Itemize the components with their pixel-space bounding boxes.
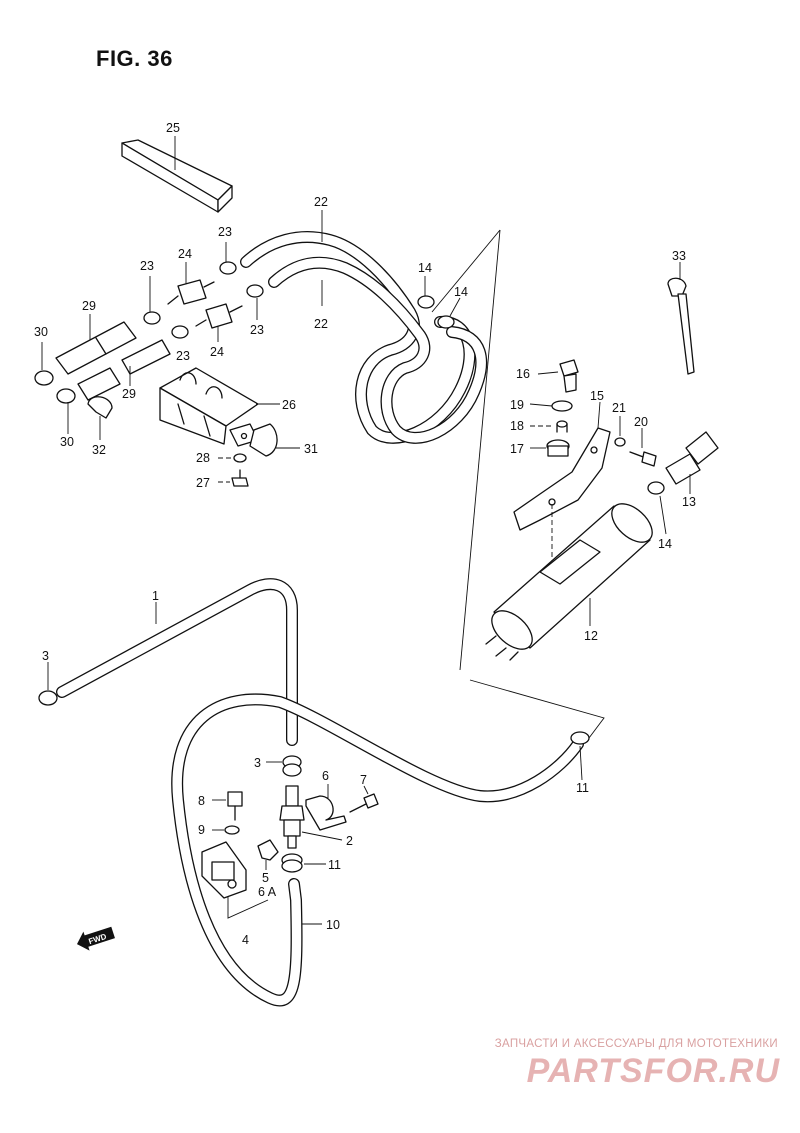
fwd-arrow-icon: FWD: [76, 926, 115, 951]
label-6A: 6 A: [258, 885, 277, 899]
watermark-logo: PARTSFOR.RU: [526, 1052, 780, 1090]
part-22-coil-hoses: [240, 210, 488, 444]
part-28-washer: [218, 453, 247, 463]
label-10: 10: [326, 918, 340, 932]
label-9: 9: [198, 823, 205, 837]
fuel-pump-callout-outline: [431, 229, 605, 743]
label-7: 7: [360, 773, 367, 787]
label-22-top: 22: [314, 195, 328, 209]
part-18-collar: [530, 420, 568, 433]
clamp-30: [34, 342, 76, 434]
long-return-hose: [171, 693, 584, 1007]
label-26: 26: [282, 398, 296, 412]
part-2-fitting: [279, 785, 343, 849]
part-8-bolt: [212, 791, 243, 821]
label-23-a: 23: [218, 225, 232, 239]
label-23-d: 23: [176, 349, 190, 363]
label-8: 8: [198, 794, 205, 808]
part-1-main-hose: [56, 578, 298, 746]
label-14-c: 14: [658, 537, 672, 551]
part-5-clip: [257, 839, 279, 870]
label-31: 31: [304, 442, 318, 456]
part-26-holder-bracket: [159, 367, 280, 445]
part-7-bolt: [349, 785, 379, 813]
label-29-a: 29: [82, 299, 96, 313]
label-21: 21: [612, 401, 626, 415]
callout-labels: 25 22 22 23 23 23 23 24 24 29 29 30 30 3…: [34, 121, 696, 947]
part-21-washer: [614, 416, 626, 447]
clamp-23-upper: [143, 242, 264, 339]
label-24-b: 24: [210, 345, 224, 359]
label-4: 4: [242, 933, 249, 947]
label-14-a: 14: [418, 261, 432, 275]
label-11-a: 11: [576, 781, 589, 795]
label-29-b: 29: [122, 387, 136, 401]
label-12: 12: [584, 629, 598, 643]
part-25-pad: [121, 136, 233, 213]
part-24-fuel-filters: [167, 262, 243, 342]
label-32: 32: [92, 443, 106, 457]
part-4-bracket: [201, 841, 269, 919]
part-12-fuel-pump: [485, 503, 653, 661]
part-16-bolt: [537, 359, 579, 393]
label-19: 19: [510, 398, 524, 412]
label-3-a: 3: [42, 649, 49, 663]
figure-title: FIG. 36: [96, 46, 173, 71]
watermark-caption: ЗАПЧАСТИ И АКСЕССУАРЫ ДЛЯ МОТОТЕХНИКИ: [494, 1038, 778, 1050]
part-31-loop-bracket: [229, 423, 300, 457]
label-15: 15: [590, 389, 604, 403]
label-6: 6: [322, 769, 329, 783]
part-32-clip: [87, 396, 113, 440]
label-30-a: 30: [34, 325, 48, 339]
part-15-pump-bracket: [513, 401, 611, 570]
part-17-grommet: [530, 439, 570, 457]
label-5: 5: [262, 871, 269, 885]
label-30-b: 30: [60, 435, 74, 449]
label-11-b: 11: [328, 858, 341, 872]
label-23-c: 23: [250, 323, 264, 337]
label-33: 33: [672, 249, 686, 263]
label-28: 28: [196, 451, 210, 465]
part-20-bolt: [629, 428, 657, 467]
part-29-short-hoses: [55, 314, 171, 401]
clamp-11: [281, 731, 590, 873]
part-27-bolt: [218, 469, 249, 487]
label-27: 27: [196, 476, 210, 490]
label-3-b: 3: [254, 756, 261, 770]
clamp-3: [38, 662, 302, 777]
label-14-b: 14: [454, 285, 468, 299]
label-16: 16: [516, 367, 530, 381]
label-2: 2: [346, 834, 353, 848]
part-6-clamp-bracket: [305, 784, 347, 831]
part-9-washer: [212, 825, 240, 835]
label-1: 1: [152, 589, 159, 603]
label-23-b: 23: [140, 259, 154, 273]
part-33-cable-tie: [667, 262, 695, 375]
label-13: 13: [682, 495, 696, 509]
label-25: 25: [166, 121, 180, 135]
label-24-a: 24: [178, 247, 192, 261]
label-20: 20: [634, 415, 648, 429]
part-13-hose: [665, 431, 719, 494]
clamp-14: [417, 276, 667, 535]
label-22-bottom: 22: [314, 317, 328, 331]
label-18: 18: [510, 419, 524, 433]
label-17: 17: [510, 442, 524, 456]
part-19-washer: [529, 400, 573, 412]
